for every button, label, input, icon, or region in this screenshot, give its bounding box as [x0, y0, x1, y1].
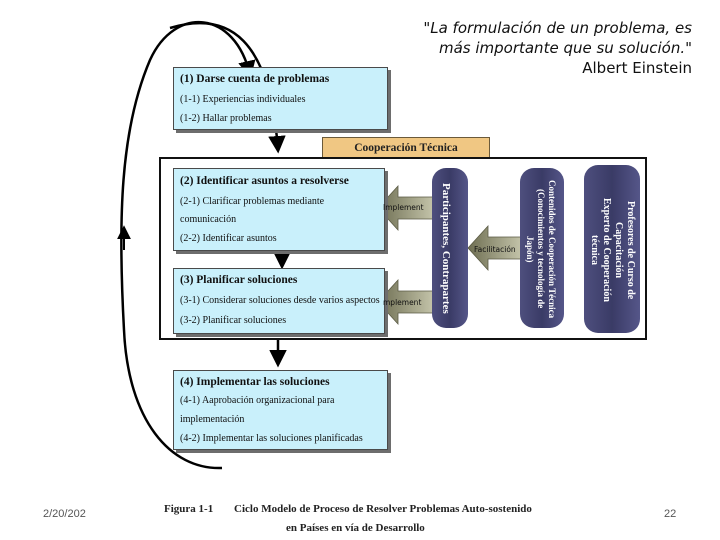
facilitation-label: Facilitación: [474, 245, 516, 254]
step-2-line-3: (2-2) Identificar asuntos: [180, 233, 277, 244]
slide-number: 22: [664, 508, 677, 520]
step-4-line-2: implementación: [180, 414, 245, 425]
step-4-line-3: (4-2) Implementar las soluciones planifi…: [180, 433, 363, 444]
quote-author: Albert Einstein: [582, 59, 692, 77]
implement-upper-label: Implement: [383, 203, 424, 212]
caption-line-1: Ciclo Modelo de Proceso de Resolver Prob…: [234, 503, 532, 515]
experts-line-2: Capacitación: [613, 221, 624, 279]
step-3-line-2: (3-2) Planificar soluciones: [180, 315, 287, 326]
experts-line-4: técnica: [589, 235, 600, 265]
step-2-line-1: (2-1) Clarificar problemas mediante: [180, 196, 325, 207]
participants-pill: Participantes, Contrapartes: [432, 168, 468, 328]
quote-line-2: más importante que su solución.": [438, 39, 692, 57]
participants-label: Participantes, Contrapartes: [440, 182, 452, 314]
step-1-line-1: (1-1) Experiencias individuales: [180, 94, 306, 105]
step-3-title: (3) Planificar soluciones: [180, 274, 298, 286]
step-4-title: (4) Implementar las soluciones: [180, 376, 330, 388]
cooperation-header: Cooperación Técnica: [322, 137, 490, 159]
quote-line-1: "La formulación de un problema, es: [423, 19, 692, 37]
step-2-line-2: comunicación: [180, 214, 237, 225]
step-2-box: (2) Identificar asuntos a resolverse (2-…: [173, 168, 385, 251]
experts-line-1: Profesores de Curso de: [625, 200, 636, 300]
contents-line-3: Japón): [525, 235, 535, 263]
contents-label: Contenidos de Cooperación Técnica (Conoc…: [524, 176, 557, 322]
einstein-quote: "La formulación de un problema, es más i…: [392, 18, 692, 78]
experts-pill: Profesores de Curso de Capacitación Expe…: [584, 165, 640, 333]
implement-lower-label: mplement: [383, 298, 422, 307]
contents-line-1: Contenidos de Cooperación Técnica: [547, 179, 557, 319]
step-3-line-1: (3-1) Considerar soluciones desde varios…: [180, 295, 380, 306]
step-1-box: (1) Darse cuenta de problemas (1-1) Expe…: [173, 67, 388, 130]
figure-label: Figura 1-1: [164, 503, 214, 515]
step-3-box: (3) Planificar soluciones (3-1) Consider…: [173, 268, 385, 334]
contents-line-2: (Conocimientos y tecnología de: [536, 189, 546, 309]
step-1-line-2: (1-2) Hallar problemas: [180, 113, 272, 124]
experts-line-3: Experto de Cooperación: [601, 198, 612, 302]
step-4-box: (4) Implementar las soluciones (4-1) Aap…: [173, 370, 388, 450]
step-4-line-1: (4-1) Aaprobación organizacional para: [180, 395, 335, 406]
slide-date: 2/20/202: [43, 508, 86, 520]
step-2-title: (2) Identificar asuntos a resolverse: [180, 175, 349, 187]
caption-line-2: en Países en vía de Desarrollo: [286, 522, 425, 534]
contents-pill: Contenidos de Cooperación Técnica (Conoc…: [520, 168, 564, 328]
cooperation-frame: [159, 157, 647, 340]
step-1-title: (1) Darse cuenta de problemas: [180, 73, 330, 85]
experts-label: Profesores de Curso de Capacitación Expe…: [588, 175, 636, 325]
